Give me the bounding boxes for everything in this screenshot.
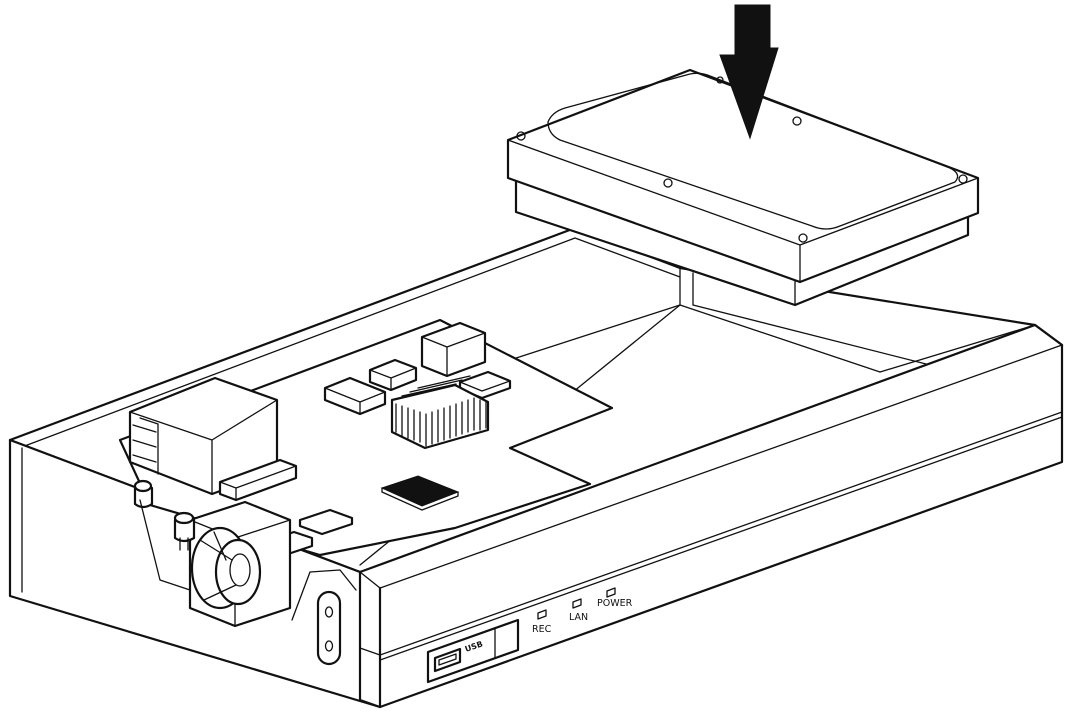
chip-flat-front: [298, 508, 354, 536]
usb-port: USB: [426, 618, 520, 684]
front-panel: [358, 323, 1064, 709]
insert-arrow-icon: [719, 4, 779, 140]
power-led: POWER: [597, 587, 633, 609]
chip-small-b: [323, 376, 387, 416]
lan-label: LAN: [569, 612, 588, 623]
power-label: POWER: [597, 598, 633, 609]
header-connector: [218, 458, 298, 502]
chip-small-a: [368, 358, 418, 392]
heatsink: [390, 375, 490, 450]
side-bracket: [139, 499, 357, 621]
rec-label: REC: [532, 624, 552, 635]
lan-led: LAN: [569, 598, 588, 623]
chip-large: [420, 321, 487, 378]
power-switch: [316, 590, 342, 666]
capacitor: [173, 511, 196, 551]
hard-drive: [506, 68, 980, 307]
processor-chip: [380, 475, 460, 511]
cooling-fan: [188, 500, 292, 628]
capacitor-left: [133, 479, 154, 509]
rec-led: REC: [532, 609, 552, 635]
ethernet-port: [128, 376, 279, 496]
